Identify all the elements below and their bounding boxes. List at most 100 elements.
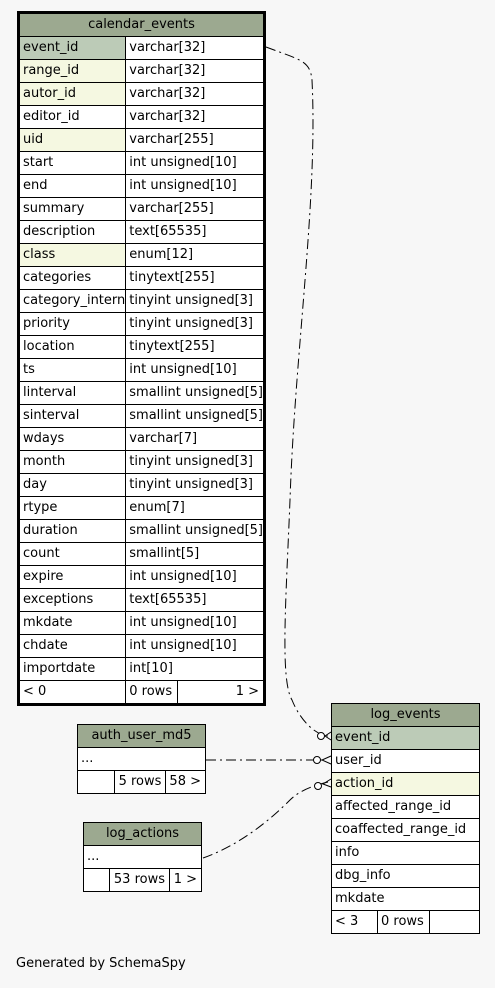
- column-type: enum[7]: [125, 496, 265, 520]
- column-type: int unsigned[10]: [125, 174, 265, 198]
- column-name[interactable]: chdate: [17, 634, 127, 658]
- column-name[interactable]: uid: [17, 128, 127, 152]
- column-name[interactable]: class: [17, 243, 127, 267]
- column-type: text[65535]: [125, 220, 265, 244]
- parents-count[interactable]: < 3: [331, 910, 378, 934]
- column-type: int unsigned[10]: [125, 634, 265, 658]
- column-type: tinytext[255]: [125, 335, 265, 359]
- column-type: text[65535]: [125, 588, 265, 612]
- column-ellipsis: ...: [77, 747, 206, 771]
- table-auth-user-md5: auth_user_md5 ... 5 rows 58 >: [77, 724, 206, 794]
- column-name[interactable]: range_id: [17, 59, 127, 83]
- row-count: 5 rows: [113, 770, 167, 794]
- column-name[interactable]: action_id: [331, 772, 480, 796]
- column-row: dbg_info: [331, 864, 480, 888]
- column-type: varchar[255]: [125, 197, 265, 221]
- column-row: user_id: [331, 749, 480, 773]
- children-count[interactable]: 58 >: [165, 770, 206, 794]
- column-name[interactable]: day: [17, 473, 127, 497]
- table-title[interactable]: log_actions: [83, 822, 202, 846]
- crowfoot-circle-icon: [317, 732, 325, 740]
- column-type: int[10]: [125, 657, 265, 681]
- column-row: affected_range_id: [331, 795, 480, 819]
- column-type: smallint unsigned[5]: [125, 381, 265, 405]
- column-name[interactable]: user_id: [331, 749, 480, 773]
- table-title[interactable]: calendar_events: [18, 12, 265, 37]
- table-title[interactable]: log_events: [331, 703, 480, 727]
- children-count[interactable]: 1 >: [177, 680, 265, 705]
- column-type: int unsigned[10]: [125, 358, 265, 382]
- column-name[interactable]: month: [17, 450, 127, 474]
- crowfoot-icon: [321, 778, 332, 788]
- column-name[interactable]: event_id: [17, 36, 127, 60]
- row-count: 53 rows: [109, 868, 170, 892]
- row-count: 0 rows: [125, 680, 179, 705]
- column-type: smallint unsigned[5]: [125, 519, 265, 543]
- column-name[interactable]: autor_id: [17, 82, 127, 106]
- column-name[interactable]: category_intern: [17, 289, 127, 313]
- edge-log-actions-to-log-events: [202, 781, 329, 859]
- crowfoot-icon: [320, 755, 332, 765]
- column-row: info: [331, 841, 480, 865]
- column-row: action_id: [331, 772, 480, 796]
- column-name[interactable]: sinterval: [17, 404, 127, 428]
- column-name[interactable]: count: [17, 542, 127, 566]
- column-name[interactable]: description: [17, 220, 127, 244]
- column-name[interactable]: location: [17, 335, 127, 359]
- column-type: varchar[32]: [125, 59, 265, 83]
- column-name[interactable]: importdate: [17, 657, 127, 681]
- column-name[interactable]: mkdate: [331, 887, 480, 911]
- column-name[interactable]: expire: [17, 565, 127, 589]
- column-name[interactable]: event_id: [331, 726, 480, 750]
- generated-by-label: Generated by SchemaSpy: [16, 956, 186, 971]
- column-name[interactable]: mkdate: [17, 611, 127, 635]
- column-name[interactable]: categories: [17, 266, 127, 290]
- column-type: varchar[7]: [125, 427, 265, 451]
- column-name[interactable]: rtype: [17, 496, 127, 520]
- column-name[interactable]: duration: [17, 519, 127, 543]
- column-name[interactable]: end: [17, 174, 127, 198]
- column-name[interactable]: coaffected_range_id: [331, 818, 480, 842]
- children-count[interactable]: 1 >: [169, 868, 202, 892]
- column-name[interactable]: summary: [17, 197, 127, 221]
- column-type: varchar[32]: [125, 36, 265, 60]
- column-name[interactable]: exceptions: [17, 588, 127, 612]
- column-name[interactable]: linterval: [17, 381, 127, 405]
- column-name[interactable]: wdays: [17, 427, 127, 451]
- column-type: smallint[5]: [125, 542, 265, 566]
- parents-count[interactable]: < 0: [17, 680, 127, 705]
- column-type: varchar[32]: [125, 82, 265, 106]
- column-name[interactable]: affected_range_id: [331, 795, 480, 819]
- column-name[interactable]: info: [331, 841, 480, 865]
- column-row: mkdate: [331, 887, 480, 911]
- column-name[interactable]: ts: [17, 358, 127, 382]
- column-name[interactable]: start: [17, 151, 127, 175]
- column-name[interactable]: editor_id: [17, 105, 127, 129]
- parents-count: [77, 770, 115, 794]
- column-name[interactable]: priority: [17, 312, 127, 336]
- column-type: tinyint unsigned[3]: [125, 289, 265, 313]
- edge-calendar-events-to-log-events: [265, 46, 329, 737]
- column-type: varchar[32]: [125, 105, 265, 129]
- column-name[interactable]: dbg_info: [331, 864, 480, 888]
- table-title[interactable]: auth_user_md5: [77, 724, 206, 748]
- crowfoot-circle-icon: [313, 756, 321, 764]
